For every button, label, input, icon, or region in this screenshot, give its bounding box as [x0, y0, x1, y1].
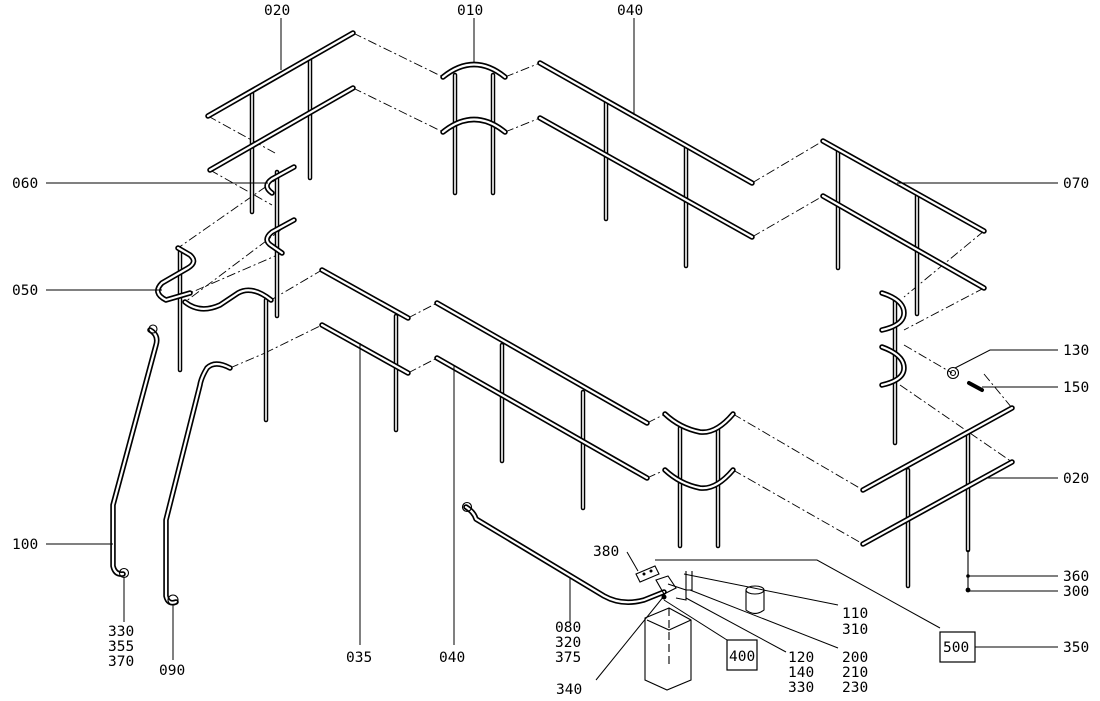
label-320: 320 — [555, 635, 581, 651]
bracket-380 — [635, 565, 660, 583]
label-370: 370 — [108, 654, 134, 670]
connection-lines — [177, 32, 1013, 545]
label-300: 300 — [1063, 584, 1089, 600]
label-100: 100 — [12, 537, 38, 553]
label-375: 375 — [555, 650, 581, 666]
post-corner-bottom — [677, 425, 721, 549]
bracket-200 — [685, 571, 693, 591]
label-090: 090 — [159, 663, 185, 679]
rails — [110, 30, 1015, 606]
label-110: 110 — [842, 606, 868, 622]
label-060: 060 — [12, 176, 38, 192]
label-330: 330 — [108, 624, 134, 640]
post-020-right — [905, 429, 971, 589]
label-200: 200 — [842, 650, 868, 666]
rail-080 — [463, 504, 667, 605]
rail-040-bottom — [434, 300, 650, 481]
label-360: 360 — [1063, 569, 1089, 585]
label-070: 070 — [1063, 176, 1089, 192]
label-050: 050 — [12, 283, 38, 299]
rail-070 — [820, 138, 987, 291]
bolt-150 — [967, 381, 984, 392]
post-070 — [835, 147, 920, 317]
label-380: 380 — [593, 544, 619, 560]
label-040-bottom: 040 — [439, 650, 465, 666]
rail-040-top — [537, 60, 755, 240]
post-020-left — [249, 57, 313, 215]
leader-lines — [46, 18, 1058, 681]
label-120: 120 — [788, 650, 814, 666]
label-020-right: 020 — [1063, 471, 1089, 487]
rail-010-corner — [440, 61, 508, 135]
rail-right-corner — [879, 290, 907, 388]
box-label-400: 400 — [729, 649, 755, 665]
rail-corner-bottom — [662, 411, 736, 491]
rail-090 — [163, 361, 233, 606]
labels: 020 010 040 060 070 050 130 150 020 100 … — [12, 3, 1089, 698]
label-340: 340 — [556, 682, 582, 698]
label-020-top: 020 — [264, 3, 290, 19]
rail-035 — [319, 267, 411, 376]
label-150: 150 — [1063, 380, 1089, 396]
panel-400 — [644, 607, 692, 691]
rail-020-left — [205, 30, 356, 173]
callout-boxes — [726, 631, 976, 671]
box-label-500: 500 — [943, 640, 969, 656]
canister-110 — [745, 585, 765, 615]
label-350: 350 — [1063, 640, 1089, 656]
rail-050 — [155, 245, 274, 312]
label-210: 210 — [842, 665, 868, 681]
label-040-top: 040 — [617, 3, 643, 19]
end-cap-080 — [461, 501, 473, 513]
label-130: 130 — [1063, 343, 1089, 359]
post-040-bottom — [499, 342, 586, 511]
label-080: 080 — [555, 620, 581, 636]
post-040-top — [603, 98, 689, 269]
flange-130 — [946, 366, 960, 380]
clamp-120 — [655, 575, 687, 601]
label-230: 230 — [842, 680, 868, 696]
label-035: 035 — [346, 650, 372, 666]
end-cap-050 — [148, 324, 158, 334]
rail-100 — [110, 327, 160, 577]
label-310: 310 — [842, 622, 868, 638]
label-330-b: 330 — [788, 680, 814, 696]
rail-020-right — [860, 405, 1015, 547]
rail-060 — [264, 164, 297, 256]
label-140: 140 — [788, 665, 814, 681]
label-355: 355 — [108, 639, 134, 655]
post-010 — [452, 72, 496, 196]
label-010: 010 — [457, 3, 483, 19]
posts — [177, 57, 971, 589]
